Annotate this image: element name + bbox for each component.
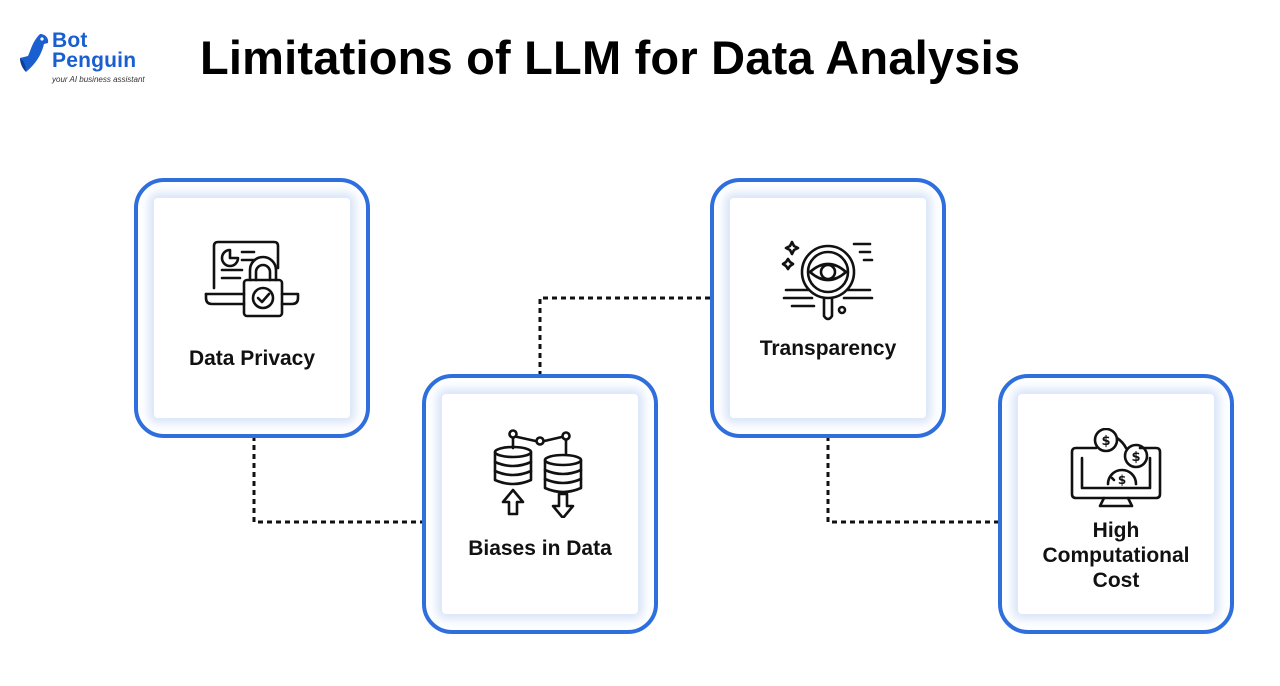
- card-transparency-label: Transparency: [759, 337, 897, 360]
- connector-privacy-biases: [252, 418, 442, 524]
- card-biases-in-data-inner: Biases in Data: [442, 394, 638, 614]
- brand-name-line1: Bot: [52, 29, 88, 52]
- card-transparency-inner: Transparency: [730, 198, 926, 418]
- database-bias-icon: [493, 429, 583, 518]
- brand-tagline: your AI business assistant: [52, 75, 145, 84]
- card-biases-in-data: Biases in Data: [422, 374, 658, 634]
- card-data-privacy: Data Privacy: [134, 178, 370, 438]
- laptop-lock-icon: [204, 240, 300, 318]
- connector-biases-transparency: [538, 296, 730, 394]
- monitor-coins-icon: $ $ $: [1070, 428, 1162, 508]
- magnifier-eye-icon: [781, 240, 874, 321]
- brand-name-line2: Penguin: [52, 49, 137, 72]
- svg-text:$: $: [1131, 450, 1140, 465]
- brand-logo: Bot Penguin your AI business assistant: [18, 28, 158, 90]
- penguin-icon: [20, 34, 49, 72]
- card-high-computational-cost: $ $ $ High Computational Cost: [998, 374, 1234, 634]
- connector-transparency-cost: [826, 418, 1018, 524]
- card-biases-in-data-label: Biases in Data: [468, 537, 612, 560]
- card-high-computational-cost-inner: $ $ $ High Computational Cost: [1018, 394, 1214, 614]
- card-data-privacy-inner: Data Privacy: [154, 198, 350, 418]
- svg-text:$: $: [1118, 473, 1126, 487]
- card-high-computational-cost-label: High Computational Cost: [1042, 519, 1190, 592]
- card-transparency: Transparency: [710, 178, 946, 438]
- card-data-privacy-label: Data Privacy: [188, 347, 316, 370]
- page-title: Limitations of LLM for Data Analysis: [200, 31, 1021, 84]
- svg-text:$: $: [1101, 434, 1110, 449]
